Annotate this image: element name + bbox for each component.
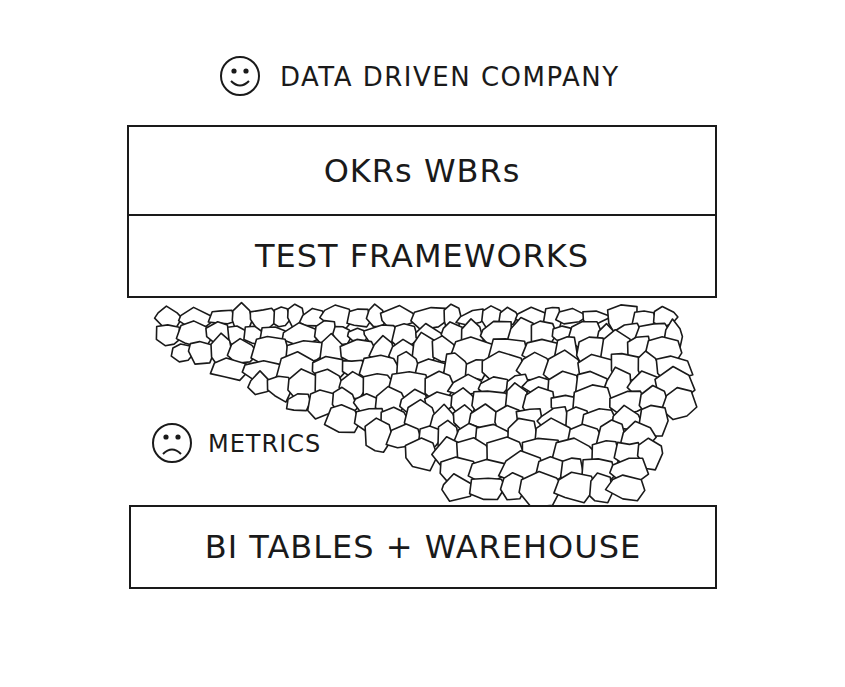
- frowny-face: [153, 424, 191, 462]
- rock: [156, 325, 179, 346]
- diagram-title: DATA DRIVEN COMPANY: [280, 62, 620, 92]
- layer-label: METRICS: [208, 430, 321, 458]
- smiley-face: [221, 57, 259, 95]
- layer-label: BI TABLES + WAREHOUSE: [205, 528, 641, 566]
- layer-band: OKRs WBRs: [127, 125, 717, 216]
- layer-band: TEST FRAMEWORKS: [127, 214, 717, 298]
- rock: [287, 394, 311, 411]
- rock: [365, 418, 393, 452]
- layer-band: BI TABLES + WAREHOUSE: [129, 505, 717, 589]
- rock: [554, 472, 596, 503]
- layer-label: TEST FRAMEWORKS: [255, 237, 589, 275]
- layer-label: OKRs WBRs: [324, 152, 521, 190]
- rock: [606, 475, 645, 501]
- rock-rubble: [155, 303, 697, 508]
- rock: [208, 310, 235, 324]
